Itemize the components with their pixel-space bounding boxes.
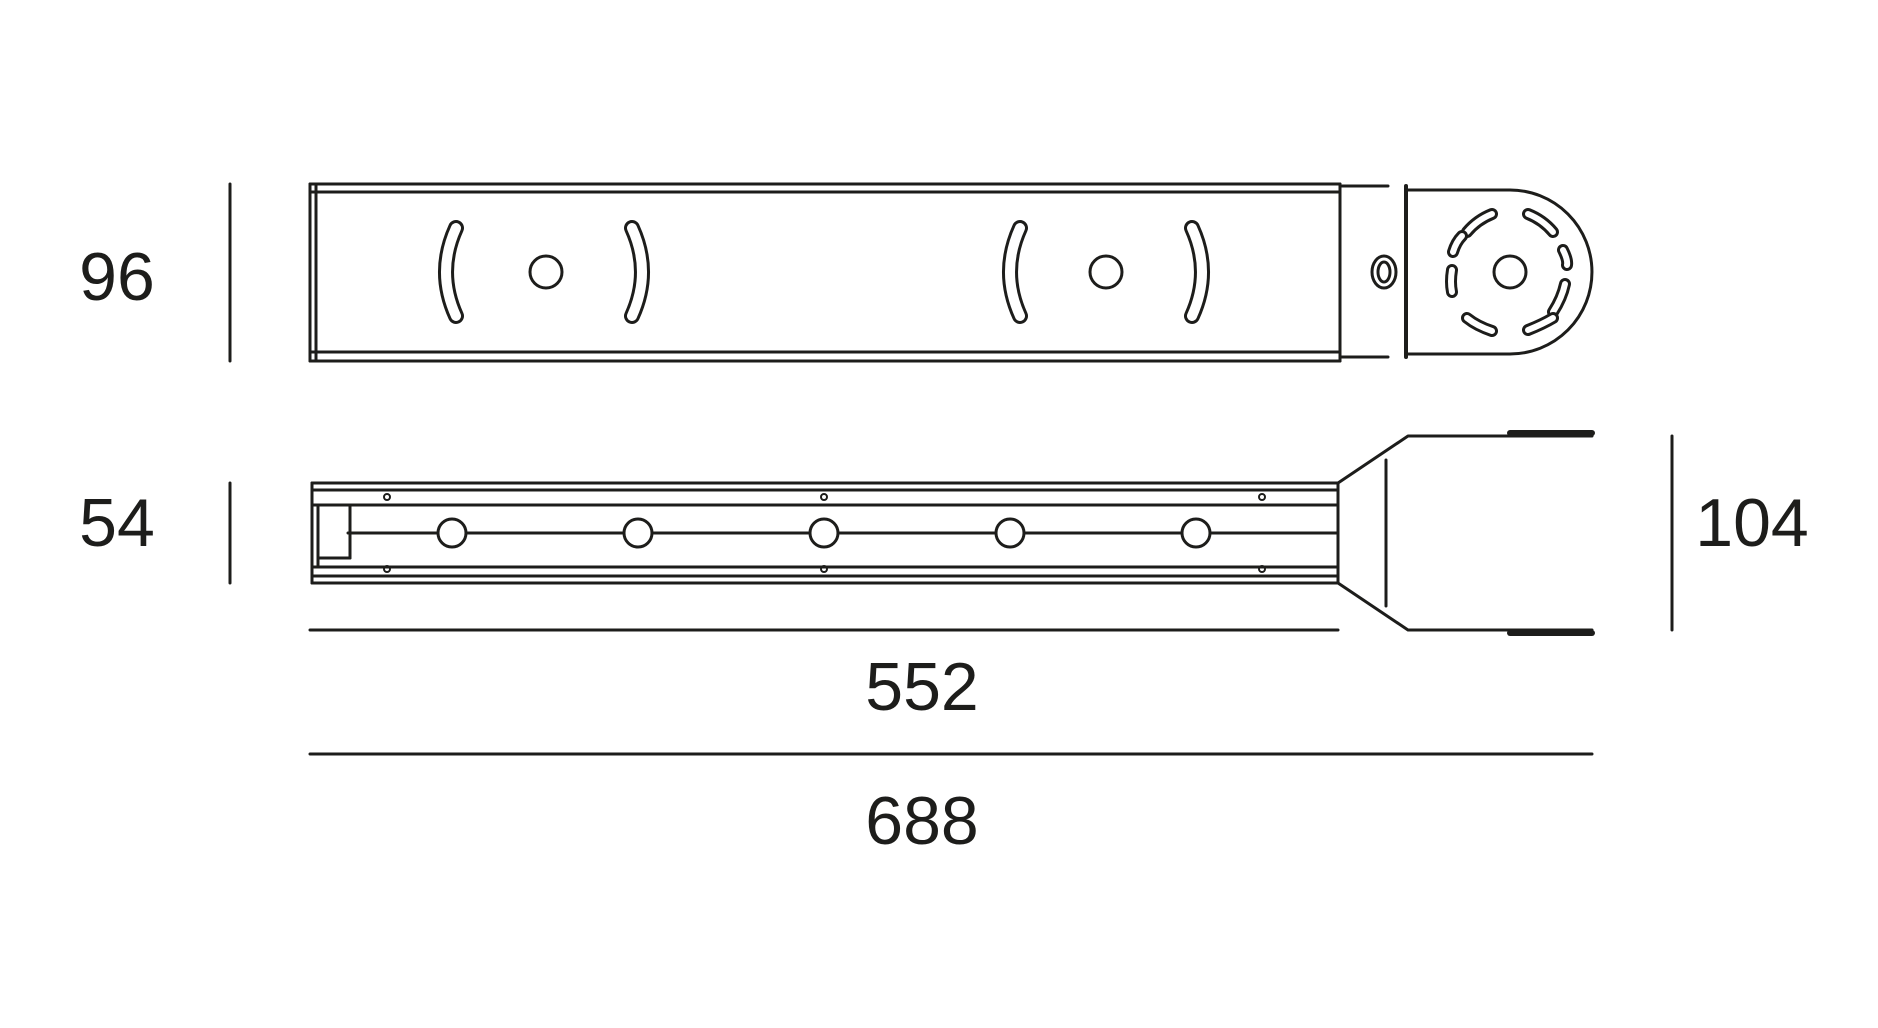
dimension-lines	[228, 182, 1674, 756]
top-view-fixing-group-right	[1002, 220, 1210, 324]
side-view	[310, 430, 1595, 636]
top-view-collar	[1338, 184, 1408, 359]
dim-label-688: 688	[865, 783, 978, 859]
top-view	[308, 182, 1594, 363]
side-view-arm-body	[310, 481, 1340, 585]
dim-label-54: 54	[79, 485, 155, 561]
side-view-holes	[436, 517, 1212, 549]
plate-center-hole	[1492, 254, 1528, 290]
dim-label-96: 96	[79, 239, 155, 315]
plate-slot-ring	[1445, 208, 1574, 337]
fixing-hole	[1088, 254, 1124, 290]
collar-bolt	[1370, 254, 1398, 290]
top-view-arm-body	[308, 182, 1342, 363]
dim-label-552: 552	[865, 649, 978, 725]
side-view-rivets	[383, 493, 1266, 573]
top-view-fixing-group-left	[438, 220, 650, 324]
fixing-hole	[528, 254, 564, 290]
side-view-mount-bracket	[1336, 430, 1595, 636]
dim-label-104: 104	[1695, 485, 1808, 561]
top-view-mounting-plate	[1404, 188, 1594, 356]
